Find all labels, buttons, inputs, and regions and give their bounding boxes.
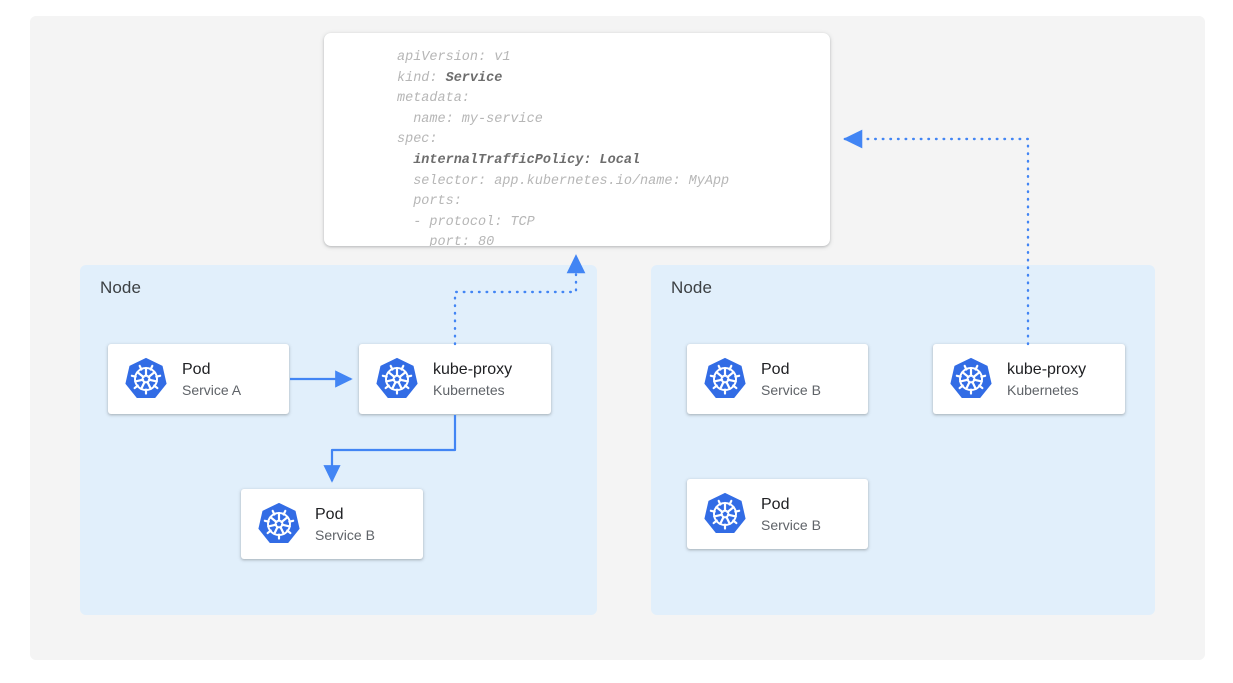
card-subtitle: Service A xyxy=(182,381,242,398)
card-subtitle: Kubernetes xyxy=(433,381,505,398)
card-subtitle: Service B xyxy=(761,516,821,533)
kubernetes-icon xyxy=(703,357,747,401)
card-title: kube-proxy xyxy=(1007,360,1087,378)
kubernetes-icon xyxy=(949,357,993,401)
card-pod-service-b-left[interactable]: Pod Service B xyxy=(241,489,423,559)
card-pod-service-b-right-2[interactable]: Pod Service B xyxy=(687,479,868,549)
card-title: kube-proxy xyxy=(433,360,513,378)
card-kube-proxy-left[interactable]: kube-proxy Kubernetes xyxy=(359,344,551,414)
card-subtitle: Service B xyxy=(761,381,821,398)
card-subtitle: Service B xyxy=(315,526,375,543)
card-title: Pod xyxy=(761,360,790,378)
card-title: Pod xyxy=(315,505,344,523)
card-pod-service-b-right-1[interactable]: Pod Service B xyxy=(687,344,868,414)
node-label-right: Node xyxy=(671,278,713,297)
kubernetes-icon xyxy=(703,492,747,536)
node-label-left: Node xyxy=(100,278,142,297)
service-manifest-code: apiVersion: v1 kind: Service metadata: n… xyxy=(397,50,730,246)
card-title: Pod xyxy=(182,360,211,378)
node-panel-left: Node xyxy=(80,265,597,615)
card-title: Pod xyxy=(761,495,790,513)
kubernetes-icon xyxy=(124,357,168,401)
kubernetes-icon xyxy=(257,502,301,546)
card-kube-proxy-right[interactable]: kube-proxy Kubernetes xyxy=(933,344,1125,414)
service-manifest-card: apiVersion: v1 kind: Service metadata: n… xyxy=(324,33,830,246)
node-panel-right: Node xyxy=(651,265,1155,615)
card-subtitle: Kubernetes xyxy=(1007,381,1079,398)
card-pod-service-a[interactable]: Pod Service A xyxy=(108,344,289,414)
kubernetes-icon xyxy=(375,357,419,401)
